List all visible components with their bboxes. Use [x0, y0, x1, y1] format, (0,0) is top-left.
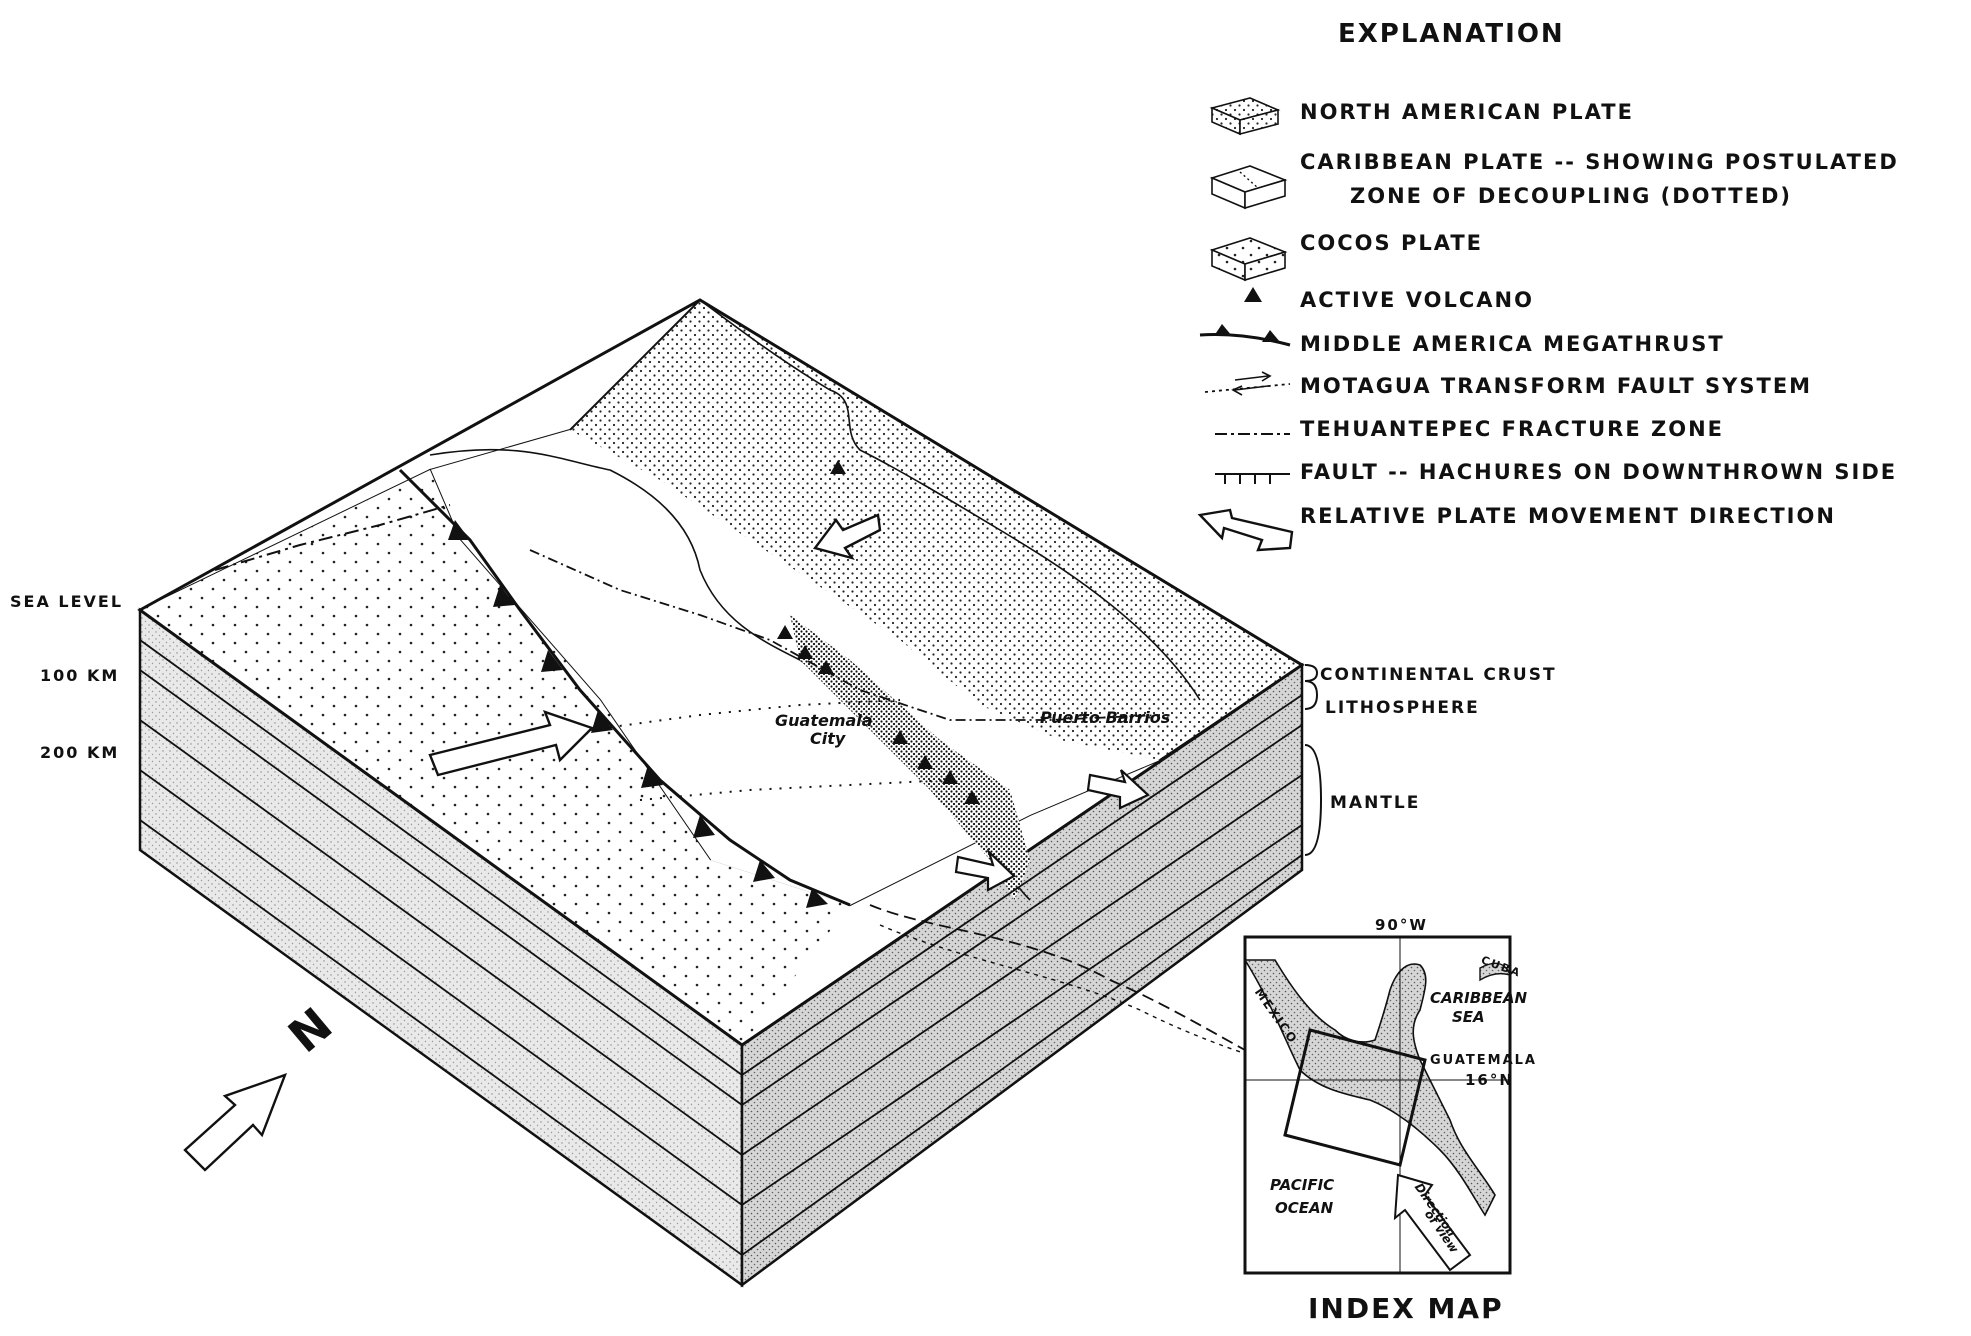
label-lithosphere: LITHOSPHERE [1325, 698, 1480, 718]
label-sea-level: SEA LEVEL [10, 592, 123, 611]
slab-profile [869, 904, 1303, 1081]
index-label-ocean: OCEAN [1275, 1199, 1334, 1217]
legend-text-cocos: COCOS PLATE [1300, 231, 1483, 255]
label-continental-crust: CONTINENTAL CRUST [1320, 665, 1557, 685]
legend-text-volcano: ACTIVE VOLCANO [1300, 288, 1534, 312]
index-map-land [1243, 959, 1496, 1217]
legend-title: EXPLANATION [1338, 19, 1565, 49]
legend-text-motagua: MOTAGUA TRANSFORM FAULT SYSTEM [1300, 374, 1812, 398]
block-diagram: SEA LEVEL 100 KM 200 KM CONTINENTAL CRUS… [10, 298, 1557, 1288]
legend-megathrust-icon [1199, 324, 1291, 347]
caribbean-motion-arrow-2 [954, 848, 1016, 892]
north-label: N [278, 997, 342, 1063]
legend-swatch-caribbean [1209, 165, 1288, 210]
megathrust-teeth [448, 520, 828, 908]
legend-text-caribbean-1: CARIBBEAN PLATE -- SHOWING POSTULATED [1300, 150, 1899, 174]
legend-text-movement: RELATIVE PLATE MOVEMENT DIRECTION [1300, 504, 1836, 528]
brace-mantle [1304, 744, 1323, 856]
label-100km: 100 KM [40, 666, 119, 685]
index-label-lat: 16°N [1465, 1071, 1514, 1089]
label-mantle: MANTLE [1330, 793, 1420, 813]
index-map-cuba [1479, 962, 1512, 982]
brace-crust [1304, 664, 1319, 682]
dotted-line-2 [639, 779, 951, 801]
index-label-caribbean: CARIBBEAN [1430, 989, 1527, 1007]
legend-fault-icon [1215, 473, 1290, 484]
block-top-outline [137, 298, 1305, 1047]
index-view-arrow [1393, 1173, 1472, 1272]
caribbean-motion-arrow-1 [1086, 769, 1150, 810]
north-arrow [183, 1073, 288, 1172]
megathrust-line [398, 468, 851, 907]
cocos-motion-arrow [428, 710, 595, 777]
legend-text-megathrust: MIDDLE AMERICA MEGATHRUST [1300, 332, 1725, 356]
coastline-east [699, 299, 1201, 701]
dotted-line-1 [589, 699, 901, 731]
motagua-fault [529, 549, 1161, 721]
layer-lines-front [741, 694, 1303, 1256]
decoupling-zone [790, 615, 1030, 900]
index-map: 90°W 16°N MEXICO CUBA CARIBBEAN SEA GUAT… [1243, 916, 1537, 1325]
volcano-markers [777, 460, 980, 804]
legend-text-fault: FAULT -- HACHURES ON DOWNTHROWN SIDE [1300, 460, 1897, 484]
label-city: City [810, 729, 846, 748]
legend-motagua-icon [1204, 371, 1291, 396]
index-block-area [1283, 1028, 1427, 1167]
label-guatemala: Guatemala [775, 711, 873, 730]
label-puerto-barrios: Puerto Barrios [1040, 708, 1170, 727]
brace-lithosphere [1304, 680, 1319, 710]
index-map-title: INDEX MAP [1308, 1292, 1504, 1325]
legend: EXPLANATION NORTH AMERICAN PLATE CARIBBE… [1197, 19, 1899, 552]
tehuantepec-fracture [214, 504, 451, 571]
legend-swatch-north-american [1209, 97, 1281, 136]
label-200km: 200 KM [40, 743, 119, 762]
layer-lines-left [139, 639, 743, 1256]
north-american-motion-arrow [812, 513, 882, 561]
legend-text-caribbean-2: ZONE OF DECOUPLING (DOTTED) [1350, 184, 1792, 208]
index-label-pacific: PACIFIC [1270, 1176, 1334, 1194]
index-label-guatemala: GUATEMALA [1430, 1053, 1537, 1068]
legend-volcano-icon [1244, 287, 1262, 302]
legend-swatch-cocos [1209, 237, 1288, 282]
legend-text-tehuantepec: TEHUANTEPEC FRACTURE ZONE [1300, 417, 1724, 441]
legend-text-north-american: NORTH AMERICAN PLATE [1300, 100, 1634, 124]
legend-movement-arrow-icon [1197, 508, 1294, 552]
index-label-sea: SEA [1452, 1008, 1485, 1026]
index-label-lon: 90°W [1375, 916, 1428, 934]
